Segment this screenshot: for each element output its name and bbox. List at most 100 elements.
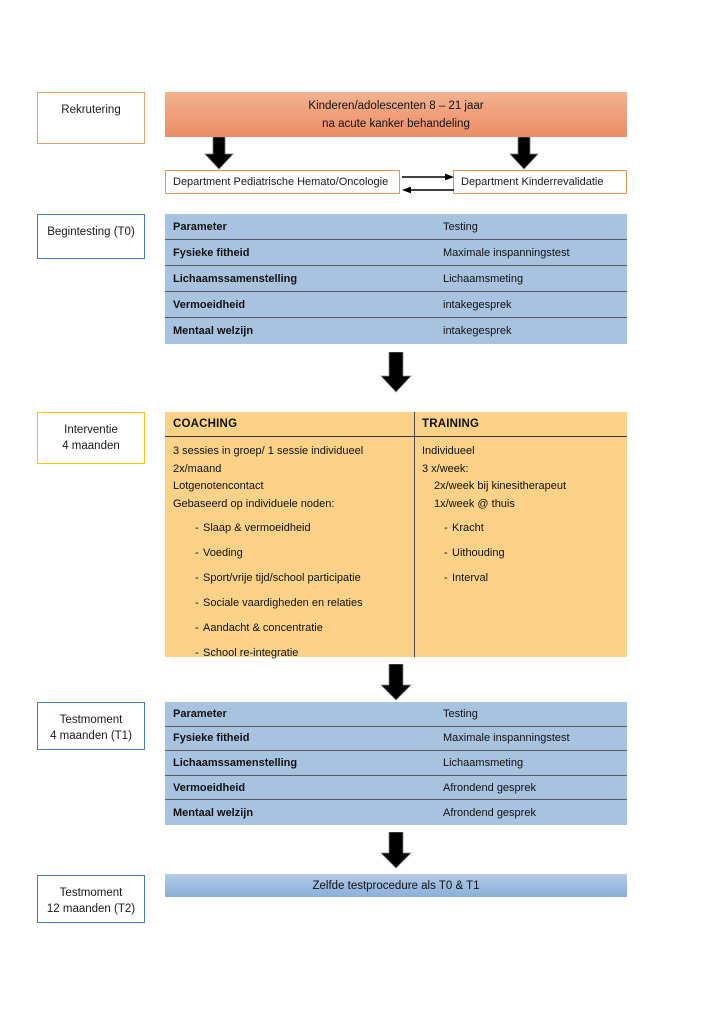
arrow-down-t0-to-intervention	[380, 352, 412, 393]
coaching-bullet-3: Sociale vaardigheden en relaties	[203, 596, 363, 609]
table-t0-test-1: Lichaamsmeting	[443, 272, 524, 285]
bullet-marker: -	[195, 571, 199, 584]
table-t0-param-3: Mentaal welzijn	[173, 325, 254, 337]
table-t1-param-2: Vermoeidheid	[173, 781, 246, 794]
stage-label-t2-line-1: Testmoment	[59, 887, 123, 899]
arrow-down-intervention-to-t1	[380, 664, 412, 701]
coaching-bullet-0: Slaap & vermoeidheid	[203, 521, 311, 534]
department-box-hemato-oncology: Department Pediatrische Hemato/Oncologie	[165, 170, 400, 194]
banner-line-1: Kinderen/adolescenten 8 – 21 jaar	[308, 99, 484, 112]
intervention-training-body: Individueel 3 x/week: 2x/week bij kinesi…	[414, 437, 627, 590]
stage-label-intervention: Interventie 4 maanden	[37, 412, 145, 464]
stage-label-testmoment-t2: Testmoment 12 maanden (T2)	[37, 875, 145, 923]
bullet-marker: -	[195, 596, 199, 609]
coaching-line-2: Lotgenotencontact	[173, 480, 264, 493]
table-t1-header-parameter: Parameter	[173, 707, 227, 720]
training-line-0: Individueel	[422, 445, 475, 457]
table-t1-header-row: Parameter Testing	[165, 702, 627, 727]
list-item: - Aandacht & concentratie	[173, 615, 414, 640]
arrow-down-to-right-department	[509, 137, 539, 170]
arrow-down-t1-to-t2	[380, 832, 412, 869]
table-row: Vermoeidheid intakegesprek	[165, 292, 627, 318]
table-t0-test-0: Maximale inspanningstest	[443, 246, 570, 259]
table-t0-test-3: intakegesprek	[443, 325, 512, 337]
stage-label-t2-line-2: 12 maanden (T2)	[46, 903, 136, 915]
bullet-marker: -	[195, 621, 199, 634]
list-item: - Sport/vrije tijd/school participatie	[173, 565, 414, 590]
table-t1-test-3: Afrondend gesprek	[443, 806, 536, 819]
table-intervention: COACHING 3 sessies in groep/ 1 sessie in…	[165, 412, 627, 659]
intervention-coaching-header: COACHING	[165, 412, 414, 437]
stage-label-t1-line-1: Testmoment	[59, 714, 123, 726]
intervention-column-training: TRAINING Individueel 3 x/week: 2x/week b…	[414, 412, 627, 657]
intervention-coaching-body: 3 sessies in groep/ 1 sessie individueel…	[165, 437, 414, 665]
training-line-1: 3 x/week:	[422, 462, 469, 475]
list-item: - Kracht	[422, 515, 627, 540]
department-box-kinderrevalidatie: Department Kinderrevalidatie	[453, 170, 627, 194]
table-t0-param-2: Vermoeidheid	[173, 298, 246, 311]
table-t1-param-3: Mentaal welzijn	[173, 806, 254, 819]
list-item: - Uithouding	[422, 540, 627, 565]
stage-label-baseline-t0-text: Begintesting (T0)	[47, 226, 135, 238]
stage-label-intervention-line-1: Interventie	[64, 424, 118, 436]
coaching-bullet-4: Aandacht & concentratie	[203, 621, 323, 634]
training-line-3: 1x/week @ thuis	[434, 497, 515, 510]
table-t0-param-1: Lichaamssamenstelling	[173, 272, 298, 285]
table-t1-test-2: Afrondend gesprek	[443, 781, 536, 794]
table-row: Fysieke fitheid Maximale inspanningstest	[165, 727, 627, 752]
coaching-bullet-5: School re-integratie	[203, 646, 299, 659]
bullet-marker: -	[444, 546, 448, 559]
table-t1-testing: Parameter Testing Fysieke fitheid Maxima…	[165, 702, 627, 825]
bullet-marker: -	[195, 546, 199, 559]
bar-t2-same-procedure: Zelfde testprocedure als T0 & T1	[165, 874, 627, 897]
stage-label-testmoment-t1: Testmoment 4 maanden (T1)	[37, 702, 145, 750]
department-left-label: Department Pediatrische Hemato/Oncologie	[173, 176, 389, 188]
table-t0-testing: Parameter Testing Fysieke fitheid Maxima…	[165, 214, 627, 344]
training-line-2: 2x/week bij kinesitherapeut	[434, 480, 567, 493]
intervention-column-divider	[414, 412, 416, 657]
table-t1-test-0: Maximale inspanningstest	[443, 732, 570, 745]
bullet-marker: -	[195, 646, 199, 659]
table-t0-header-row: Parameter Testing	[165, 214, 627, 240]
list-item: - School re-integratie	[173, 640, 414, 665]
table-row: Lichaamssamenstelling Lichaamsmeting	[165, 266, 627, 292]
stage-label-t1-line-2: 4 maanden (T1)	[50, 730, 132, 742]
banner-target-population: Kinderen/adolescenten 8 – 21 jaar na acu…	[165, 92, 627, 137]
connector-arrow-left-to-right	[402, 173, 454, 181]
table-t0-test-2: intakegesprek	[443, 298, 512, 311]
bullet-marker: -	[444, 571, 448, 584]
table-t1-test-1: Lichaamsmeting	[443, 756, 524, 769]
intervention-training-header: TRAINING	[414, 412, 627, 437]
table-row: Vermoeidheid Afrondend gesprek	[165, 776, 627, 801]
arrow-down-to-left-department	[204, 137, 234, 170]
coaching-line-3: Gebaseerd op individuele noden:	[173, 497, 335, 510]
stage-label-intervention-line-2: 4 maanden	[62, 440, 120, 452]
coaching-bullet-list: - Slaap & vermoeidheid - Voeding - Sport…	[173, 515, 414, 665]
coaching-line-1: 2x/maand	[173, 462, 222, 475]
table-t0-header-parameter: Parameter	[173, 220, 227, 233]
list-item: - Sociale vaardigheden en relaties	[173, 590, 414, 615]
bullet-marker: -	[444, 521, 448, 534]
banner-line-2: na acute kanker behandeling	[322, 117, 470, 130]
intervention-column-coaching: COACHING 3 sessies in groep/ 1 sessie in…	[165, 412, 414, 659]
coaching-bullet-1: Voeding	[203, 546, 243, 559]
connector-arrow-right-to-left	[402, 186, 454, 194]
bullet-marker: -	[195, 521, 199, 534]
coaching-line-0: 3 sessies in groep/ 1 sessie individueel	[173, 445, 364, 457]
list-item: - Interval	[422, 565, 627, 590]
table-row: Mentaal welzijn intakegesprek	[165, 318, 627, 344]
table-t0-header-testing: Testing	[443, 220, 478, 233]
department-right-label: Department Kinderrevalidatie	[461, 176, 604, 188]
coaching-bullet-2: Sport/vrije tijd/school participatie	[203, 571, 361, 584]
table-t1-param-1: Lichaamssamenstelling	[173, 756, 298, 769]
training-bullet-0: Kracht	[452, 521, 484, 534]
training-bullet-1: Uithouding	[452, 546, 505, 559]
stage-label-baseline-t0: Begintesting (T0)	[37, 214, 145, 259]
table-row: Lichaamssamenstelling Lichaamsmeting	[165, 751, 627, 776]
bar-t2-text: Zelfde testprocedure als T0 & T1	[312, 879, 480, 892]
list-item: - Slaap & vermoeidheid	[173, 515, 414, 540]
table-t1-param-0: Fysieke fitheid	[173, 732, 250, 745]
table-t1-header-testing: Testing	[443, 707, 478, 720]
stage-label-recruitment-text: Rekrutering	[61, 104, 121, 116]
